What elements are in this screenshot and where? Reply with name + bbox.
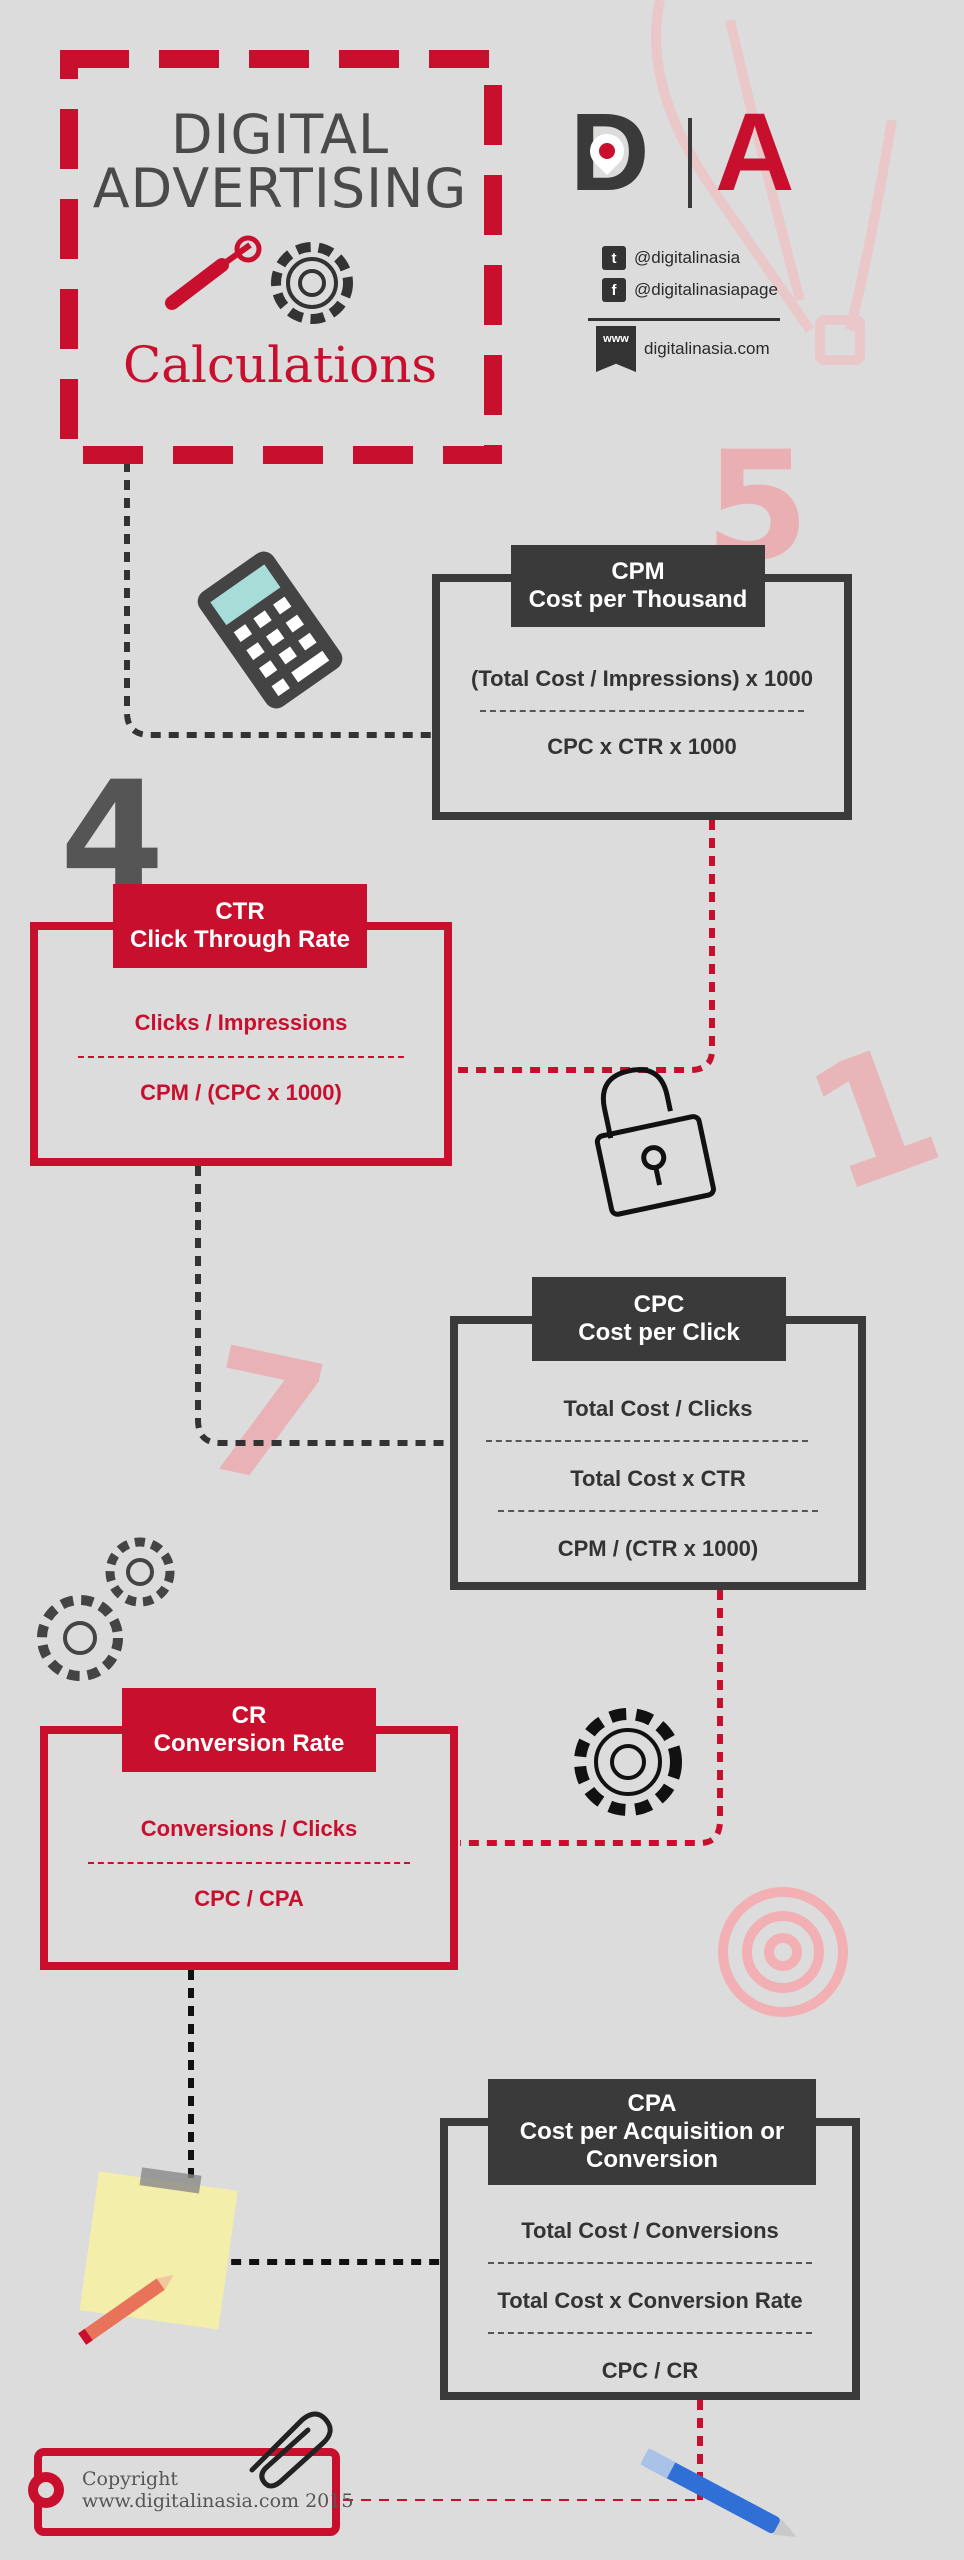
logo-letter-a: A	[715, 91, 795, 214]
padlock-icon	[594, 1067, 716, 1217]
gear-icon	[271, 242, 353, 324]
ctr-card: Clicks / Impressions CPM / (CPC x 1000)	[30, 922, 452, 1166]
cpm-full-name: Cost per Thousand	[528, 586, 748, 613]
twitter-row[interactable]: t @digitalinasia	[602, 246, 740, 270]
cpa-formula-1: Total Cost / Conversions	[521, 2218, 779, 2243]
website-link[interactable]: digitalinasia.com	[644, 339, 770, 358]
gear-faded-icon	[718, 1887, 848, 2017]
logo-divider	[688, 118, 692, 208]
cr-formula-2: CPC / CPA	[194, 1886, 304, 1911]
paperclip-icon	[249, 2411, 333, 2489]
header-frame	[60, 50, 502, 464]
cr-full-name: Conversion Rate	[153, 1730, 345, 1757]
ctr-heading: CTR Click Through Rate	[113, 884, 367, 968]
copyright-site[interactable]: www.digitalinasia.com 2015	[82, 2490, 354, 2512]
cpc-divider-1	[486, 1440, 808, 1442]
subtitle-calculations: Calculations	[122, 336, 438, 394]
hot-air-balloon-icon	[651, 0, 897, 365]
ctr-abbr: CTR	[215, 898, 265, 925]
cpc-formula-3: CPM / (CTR x 1000)	[557, 1536, 759, 1561]
brand-logo: D A	[570, 98, 830, 210]
title-line-advertising: ADVERTISING	[92, 157, 468, 220]
cpm-divider-1	[480, 710, 804, 712]
cpc-formula-1: Total Cost / Clicks	[563, 1396, 753, 1421]
cr-heading: CR Conversion Rate	[122, 1688, 376, 1772]
cpa-formula-2: Total Cost x Conversion Rate	[497, 2288, 803, 2313]
gear-large-icon	[574, 1708, 682, 1816]
cpa-abbr: CPA	[627, 2090, 677, 2117]
tag-hole-icon	[28, 2472, 64, 2508]
pen-icon	[640, 2448, 797, 2538]
copyright-label: Copyright	[82, 2468, 179, 2490]
twitter-icon: t	[602, 246, 626, 270]
cpa-formula-3: CPC / CR	[601, 2358, 699, 2383]
www-badge-label: www	[603, 333, 629, 345]
title-line-digital: DIGITAL	[170, 103, 390, 166]
sticky-note-icon	[79, 2167, 238, 2330]
website-rule	[588, 318, 780, 321]
ctr-divider-1	[78, 1056, 404, 1058]
cpm-abbr: CPM	[611, 558, 665, 585]
cpa-heading: CPA Cost per Acquisition or Conversion	[488, 2079, 816, 2185]
calculator-icon	[197, 551, 343, 709]
www-badge-icon: www	[596, 326, 636, 372]
cpa-full-name-2: Conversion	[585, 2146, 719, 2173]
facebook-handle[interactable]: @digitalinasiapage	[634, 280, 778, 299]
cpa-card: Total Cost / Conversions Total Cost x Co…	[440, 2118, 860, 2400]
cr-abbr: CR	[231, 1702, 267, 1729]
cr-formula-1: Conversions / Clicks	[140, 1816, 358, 1841]
pencil-icon	[78, 2274, 174, 2345]
cpm-formula-1: (Total Cost / Impressions) x 1000	[471, 666, 813, 691]
cpm-heading: CPM Cost per Thousand	[511, 545, 765, 627]
cpa-divider-2	[488, 2332, 812, 2334]
facebook-icon: f	[602, 278, 626, 302]
facebook-row[interactable]: f @digitalinasiapage	[602, 278, 778, 302]
cpc-abbr: CPC	[633, 1291, 685, 1318]
wrench-icon	[165, 235, 262, 310]
cpc-formula-2: Total Cost x CTR	[570, 1466, 746, 1491]
ctr-full-name: Click Through Rate	[129, 926, 351, 953]
twitter-handle[interactable]: @digitalinasia	[634, 248, 741, 267]
cpc-divider-2	[498, 1510, 818, 1512]
cr-divider-1	[88, 1862, 410, 1864]
cpc-full-name: Cost per Click	[578, 1319, 740, 1346]
cpm-formula-2: CPC x CTR x 1000	[547, 734, 737, 759]
copyright-text: Copyright www.digitalinasia.com 2015	[82, 2468, 353, 2512]
ctr-formula-2: CPM / (CPC x 1000)	[140, 1080, 342, 1105]
cpa-full-name-1: Cost per Acquisition or	[519, 2118, 785, 2145]
gears-cluster-icon	[37, 1537, 175, 1681]
website-row[interactable]: www digitalinasia.com	[596, 326, 770, 372]
cpc-heading: CPC Cost per Click	[532, 1277, 786, 1361]
ctr-formula-1: Clicks / Impressions	[134, 1010, 348, 1035]
background-decoration-layer	[651, 0, 897, 2017]
cpa-divider-1	[488, 2262, 812, 2264]
